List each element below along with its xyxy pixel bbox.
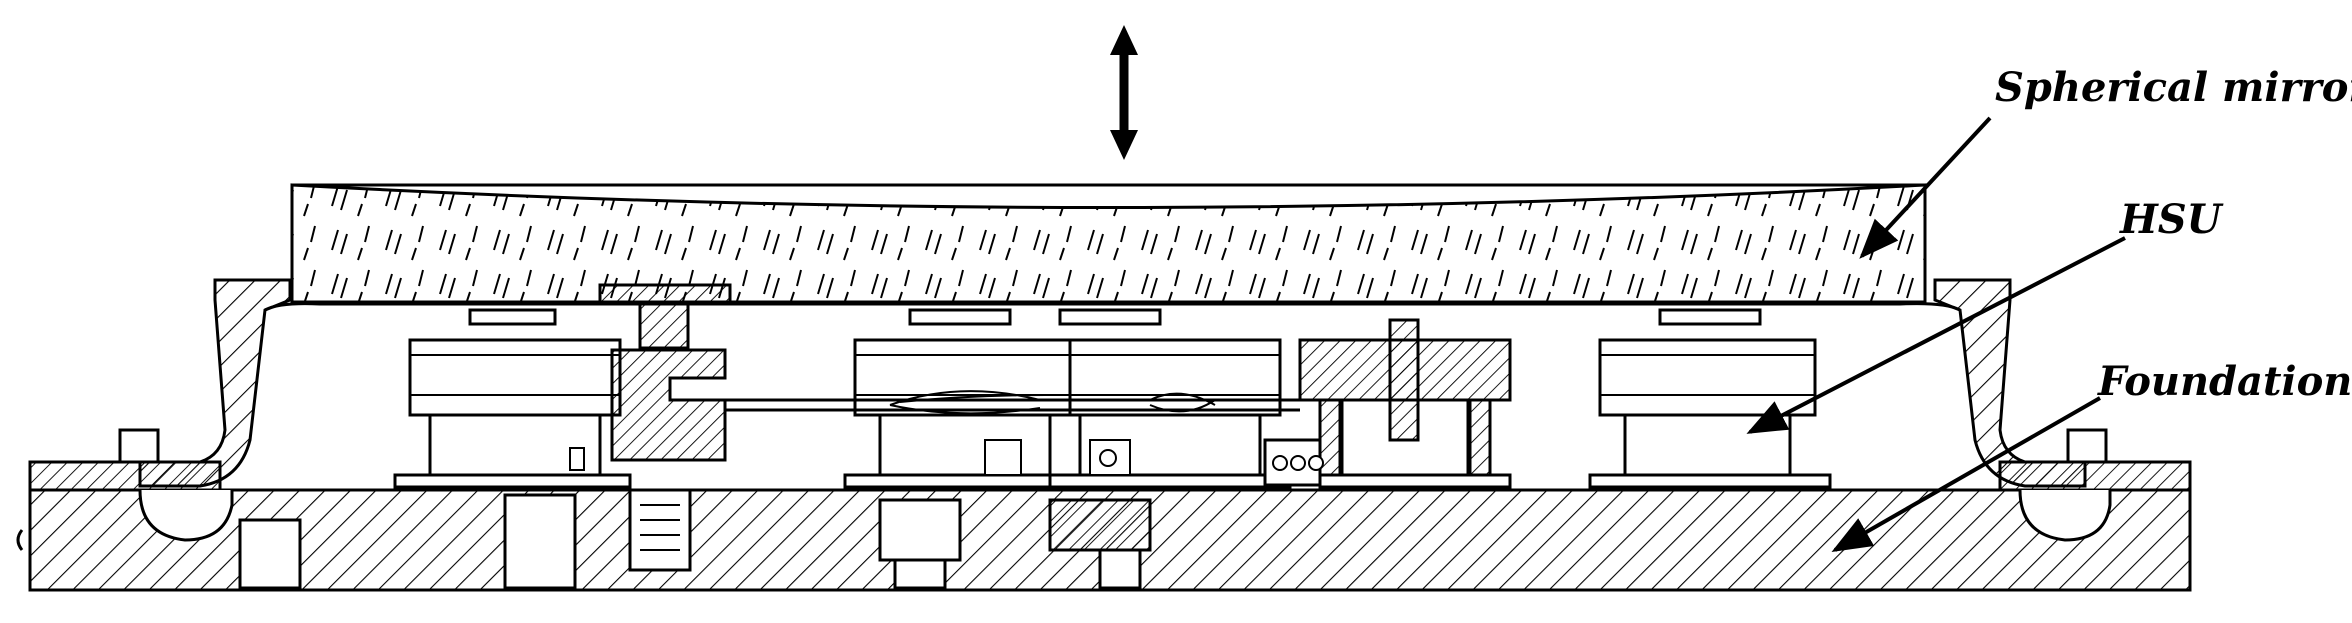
hsu-actuator-left — [393, 308, 632, 489]
sensor-mount-assembly — [1263, 318, 1512, 489]
label-spherical-mirror: Spherical mirror — [1995, 64, 2352, 111]
label-hsu: HSU — [2120, 196, 2222, 243]
leader-arrows — [1746, 116, 2126, 552]
hsu-actuator-right — [1588, 308, 1832, 489]
left-coupling — [598, 283, 732, 572]
hsu-actuator-center-left — [843, 308, 1082, 489]
label-foundation: Foundation — [2098, 358, 2352, 405]
vertical-motion-arrow — [1110, 25, 1138, 160]
hsu-actuator-center-right — [1048, 308, 1292, 489]
frame-walls — [118, 278, 2108, 488]
cable-bundle — [725, 390, 1300, 415]
spherical-mirror — [290, 183, 1927, 304]
